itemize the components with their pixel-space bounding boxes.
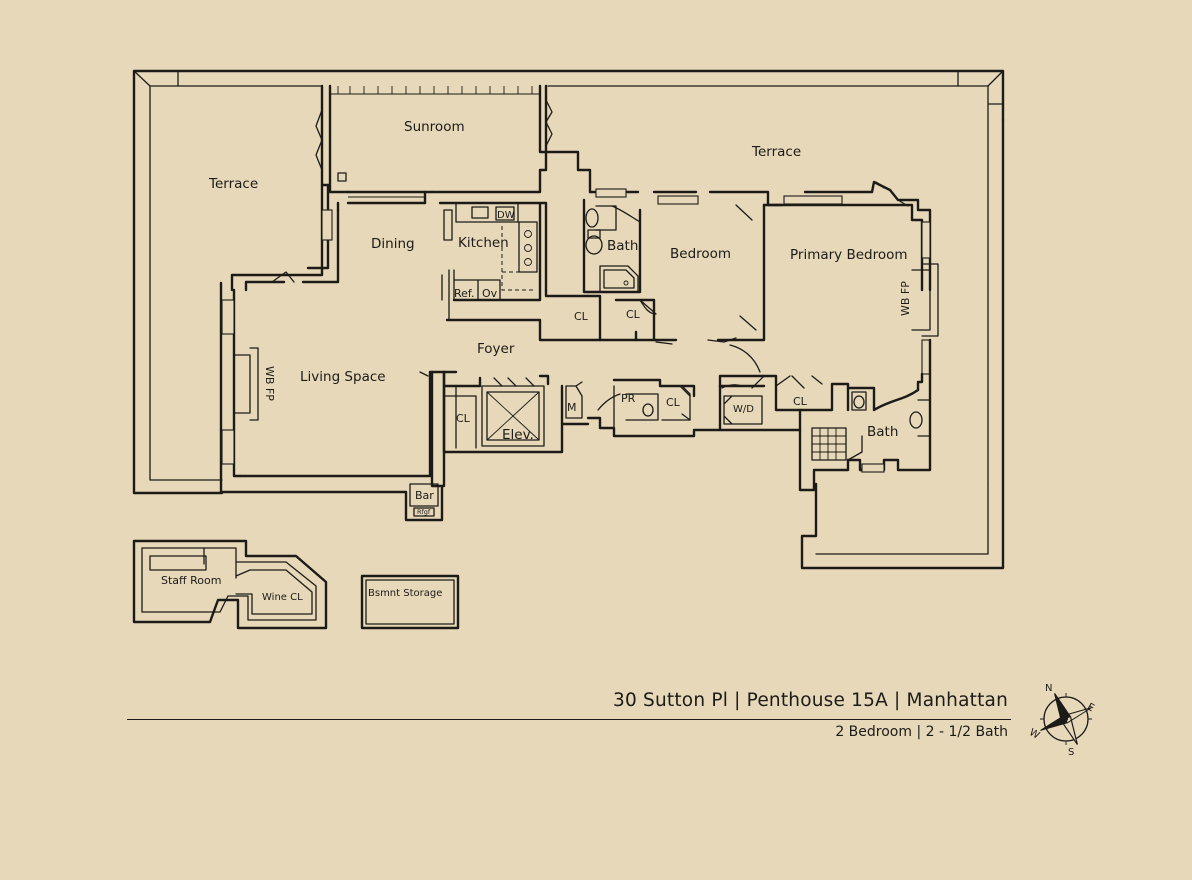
room-labels: Terrace Terrace Sunroom Dining Kitchen D… (161, 119, 912, 603)
basement-storage (360, 574, 460, 630)
label-mech: M (567, 401, 577, 414)
label-wine-closet: Wine CL (262, 592, 303, 603)
compass-rose-icon: N E S W (1027, 683, 1096, 758)
label-closet-pr: CL (666, 396, 681, 409)
compass-e: E (1085, 702, 1096, 715)
label-basement-storage: Bsmnt Storage (368, 588, 442, 599)
label-primary-bedroom: Primary Bedroom (790, 247, 908, 263)
core (409, 370, 802, 517)
label-foyer: Foyer (477, 341, 515, 357)
label-closet-bath: CL (626, 308, 641, 321)
living-dining-walls (219, 183, 446, 522)
label-bar: Bar (415, 489, 434, 502)
label-staff-room: Staff Room (161, 574, 221, 587)
label-bar-fridge: Rfgf (417, 508, 431, 516)
label-dishwasher: DW (497, 210, 515, 221)
label-sunroom: Sunroom (404, 119, 465, 135)
label-living-space: Living Space (300, 369, 386, 385)
label-washer-dryer: W/D (733, 404, 754, 415)
kitchen (423, 150, 638, 342)
label-terrace-west: Terrace (208, 176, 258, 192)
label-closet-primary: CL (793, 395, 808, 408)
label-bath-2: Bath (867, 424, 898, 440)
sunroom (315, 84, 553, 205)
label-closet-elevator: CL (456, 412, 471, 425)
bedroom-wing (544, 188, 874, 373)
compass-w: W (1027, 727, 1041, 742)
label-kitchen: Kitchen (458, 235, 509, 251)
listing-subtitle: 2 Bedroom | 2 - 1/2 Bath (835, 724, 1008, 740)
label-wb-fp-living: WB FP (263, 366, 276, 401)
label-closet-kitchen: CL (574, 310, 589, 323)
label-powder-room: PR (621, 392, 636, 405)
terrace-outline (132, 69, 1005, 570)
compass-s: S (1068, 747, 1074, 758)
primary-bedroom (718, 180, 939, 472)
label-wb-fp-primary: WB FP (899, 281, 912, 316)
title-rule (127, 719, 1011, 720)
label-bedroom: Bedroom (670, 246, 731, 262)
label-elevator: Elev. (502, 427, 534, 443)
label-terrace-north: Terrace (751, 144, 801, 160)
label-dining: Dining (371, 236, 415, 252)
label-bath-1: Bath (607, 238, 638, 254)
listing-title: 30 Sutton Pl | Penthouse 15A | Manhattan (613, 690, 1008, 711)
bath-2 (798, 391, 931, 492)
label-oven: Ov (482, 287, 498, 300)
staff-room-annex (132, 539, 328, 630)
label-refrigerator: Ref. (454, 287, 475, 300)
compass-n: N (1045, 683, 1052, 694)
